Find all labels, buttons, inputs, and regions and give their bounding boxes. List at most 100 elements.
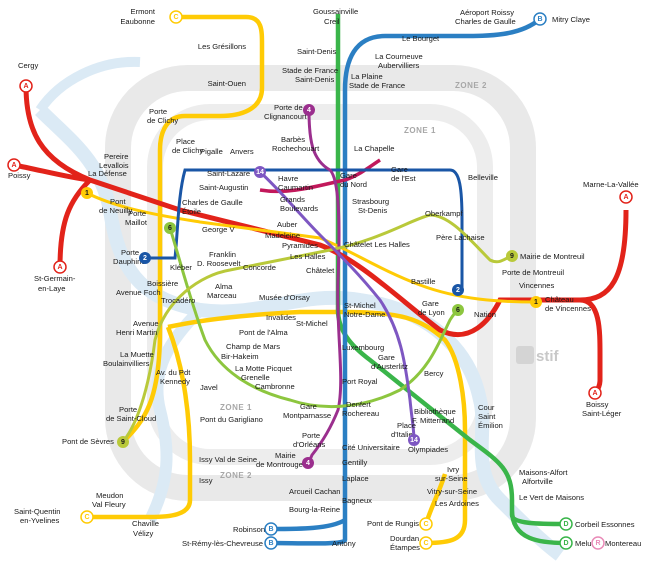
metro-9 xyxy=(121,213,513,443)
station-boissy: Boissy xyxy=(586,400,609,409)
station-luxembourg: Luxembourg xyxy=(342,343,384,352)
station-meudon: Meudon xyxy=(96,491,123,500)
station-mairie-montrouge-2: de Montrouge xyxy=(256,460,303,469)
station-pont-neuilly-2: de Neuilly xyxy=(99,206,133,215)
station-porte-st-cloud: Porte xyxy=(119,405,137,414)
badge-d-melun-circle xyxy=(559,536,573,550)
badge-c-stquentin-text: C xyxy=(84,514,89,521)
station-rochechouart: Rochechouart xyxy=(272,144,320,153)
badge-14-stlazare-text: 14 xyxy=(256,169,264,176)
badge-6-etoile-text: 6 xyxy=(168,225,172,232)
stif-logo-text: stif xyxy=(536,348,560,365)
station-les-ardoines: Les Ardoines xyxy=(435,499,479,508)
station-courneuve: La Courneuve xyxy=(375,52,423,61)
badge-b-roissy: B xyxy=(533,12,547,26)
river-seine-west xyxy=(144,305,205,523)
station-barbes: Barbès xyxy=(281,135,305,144)
station-henri-martin: Henri Martin xyxy=(116,328,157,337)
badge-d-corbeil: D xyxy=(559,517,573,531)
station-bourg-la-reine: Bourg-la-Reine xyxy=(289,505,340,514)
badge-14-olympiades-text: 14 xyxy=(410,437,418,444)
station-javel: Javel xyxy=(200,383,218,392)
station-chateau-vincennes-2: de Vincennes xyxy=(545,304,591,313)
station-maisons-alfort: Maisons-Alfort xyxy=(519,468,568,477)
badge-4-montrouge: 4 xyxy=(302,457,314,469)
station-bercy: Bercy xyxy=(424,369,444,378)
station-st-germain-2: en-Laye xyxy=(38,284,65,293)
badge-a-poissy-text: A xyxy=(11,162,16,169)
station-belleville: Belleville xyxy=(468,173,498,182)
metro-1 xyxy=(86,191,537,304)
station-goussainville: Goussainville xyxy=(313,7,358,16)
station-strasbourg-2: St-Denis xyxy=(358,206,387,215)
station-porte-dauphine: Porte xyxy=(121,248,139,257)
station-porte-dauphine-2: Dauphine xyxy=(113,257,146,266)
station-plaine-2: Stade de France xyxy=(349,81,405,90)
station-porte-clichy: Porte xyxy=(149,107,167,116)
badge-b-stremy: B xyxy=(264,536,278,550)
badge-2-nation-circle xyxy=(452,284,464,296)
station-issy-val: Issy Val de Seine xyxy=(199,455,257,464)
station-ivry: Ivry xyxy=(447,465,459,474)
station-havre: Havre xyxy=(278,174,298,183)
badge-a-boissy: A xyxy=(588,386,602,400)
metro-6 xyxy=(168,227,459,408)
station-cite-univ: Cité Universitaire xyxy=(342,443,400,452)
station-notre-dame: Notre-Dame xyxy=(344,310,385,319)
badge-1-ladefense-text: 1 xyxy=(85,190,89,197)
station-clignancourt: Porte de xyxy=(274,103,303,112)
station-pigalle: Pigalle xyxy=(200,147,223,156)
river-seine xyxy=(35,105,565,561)
station-pont-sevres: Pont de Sèvres xyxy=(62,437,114,446)
badge-6-nation-circle xyxy=(452,304,464,316)
station-cdg-etoile-2: Étoile xyxy=(182,207,201,216)
station-kleber: Kléber xyxy=(170,263,192,272)
station-arcueil: Arcueil Cachan xyxy=(289,487,341,496)
station-grands-bd-2: Boulevards xyxy=(280,204,318,213)
station-stade-france-2: Saint-Denis xyxy=(295,75,334,84)
station-le-bourget: Le Bourget xyxy=(402,34,440,43)
station-la-chapelle: La Chapelle xyxy=(354,144,395,153)
badge-6-nation-text: 6 xyxy=(456,307,460,314)
badge-14-stlazare-circle xyxy=(254,166,266,178)
zone-2-label-top: ZONE 2 xyxy=(455,81,487,90)
station-pont-rungis: Pont de Rungis xyxy=(367,519,419,528)
badge-14-olympiades: 14 xyxy=(408,434,420,446)
station-rochereau: Rochereau xyxy=(342,409,379,418)
badge-1-ladefense: 1 xyxy=(81,187,93,199)
line-c xyxy=(87,14,468,546)
station-george-v: George V xyxy=(202,225,235,234)
station-auber: Auber xyxy=(277,220,298,229)
zone-2-label-bottom: ZONE 2 xyxy=(220,471,252,480)
station-st-quentin-2: en-Yvelines xyxy=(20,516,59,525)
station-robinson: Robinson xyxy=(233,525,265,534)
badge-4-montrouge-text: 4 xyxy=(306,460,310,467)
station-alfortville: Alfortville xyxy=(522,477,553,486)
station-etampes: Étampes xyxy=(390,543,420,552)
station-cour-st-emilion: Cour xyxy=(478,403,495,412)
station-st-quentin: Saint-Quentin xyxy=(14,507,60,516)
station-avenue-foch: Avenue Foch xyxy=(116,288,161,297)
station-roissy-2: Charles de Gaulle xyxy=(455,17,516,26)
station-dourdan: Dourdan xyxy=(390,534,419,543)
badge-a-poissy: A xyxy=(7,158,21,172)
station-av-pdt-kennedy: Av. du Pdt xyxy=(156,368,191,377)
station-corbeil: Corbeil Essonnes xyxy=(575,520,635,529)
station-strasbourg: Strasbourg xyxy=(352,197,389,206)
station-denfert: Denfert xyxy=(346,400,372,409)
line-b xyxy=(270,17,542,546)
station-melun: Melun xyxy=(575,539,596,548)
badge-4-clignancourt-text: 4 xyxy=(307,107,311,114)
station-st-augustin: Saint-Augustin xyxy=(199,183,248,192)
badge-1-vincennes-circle xyxy=(530,296,542,308)
badge-9-sevres: 9 xyxy=(117,436,129,448)
badge-a-marne: A xyxy=(619,190,633,204)
station-clignancourt-2: Clignancourt xyxy=(264,112,308,121)
station-st-denis: Saint-Denis xyxy=(297,47,336,56)
badge-a-cergy-text: A xyxy=(23,83,28,90)
station-st-ouen: Saint-Ouen xyxy=(208,79,246,88)
badge-c-ermont: C xyxy=(169,10,183,24)
badge-r-montereau-circle xyxy=(591,536,605,550)
station-chaville: Chaville xyxy=(132,519,159,528)
station-bibliotheque: Bibliothèque xyxy=(414,407,456,416)
